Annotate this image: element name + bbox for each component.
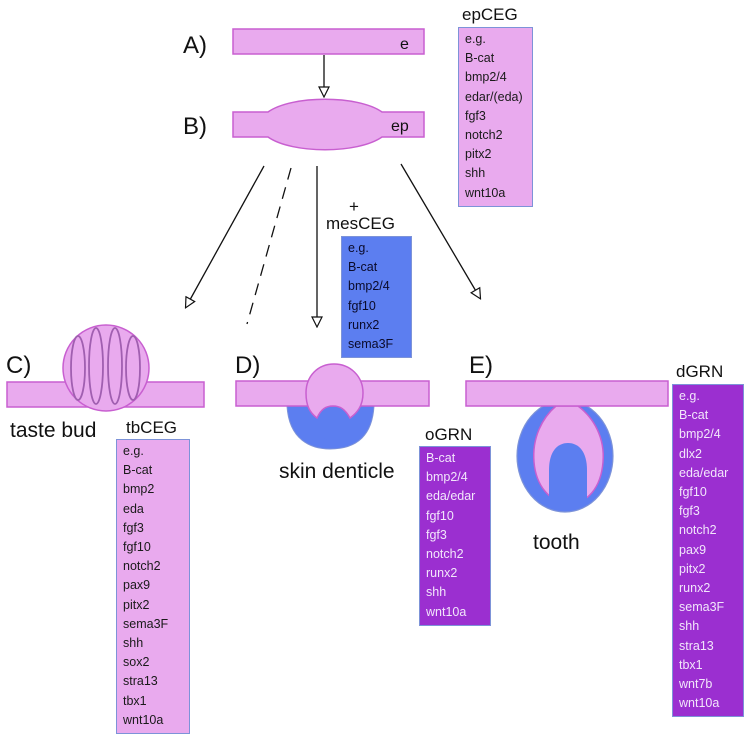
stage-a-epithelium-bar [232, 28, 425, 55]
taste-cell [70, 335, 86, 401]
gene-item: wnt10a [123, 712, 164, 727]
gene-item: pitx2 [465, 147, 492, 162]
mesceg-gene-list: e.g. B-cat bmp2/4 fgf10 runx2 sema3F [341, 236, 412, 359]
tbceg-gene-list: e.g. B-cat bmp2 eda fgf3 fgf10 notch2 pa… [116, 439, 190, 734]
epceg-gene-list: e.g. B-cat bmp2/4 edar/(eda) fgf3 notch2… [458, 27, 533, 207]
gene-item: B-cat [465, 51, 495, 66]
gene-item: stra13 [123, 674, 158, 689]
gene-item: stra13 [679, 638, 714, 653]
gene-item: tbx1 [679, 657, 703, 672]
gene-item: B-cat [348, 260, 378, 275]
gene-item: e.g. [679, 389, 700, 403]
taste-cell [107, 327, 123, 405]
tbceg-title: tbCEG [126, 418, 178, 437]
stage-a-tag: e [400, 36, 409, 53]
gene-item: sema3F [123, 616, 169, 631]
gene-item: tbx1 [123, 693, 147, 708]
gene-item: bmp2 [123, 482, 155, 497]
denticle-papilla [316, 407, 350, 441]
gene-item: runx2 [426, 566, 458, 581]
gene-item: notch2 [679, 523, 717, 538]
gene-item: edar/(eda) [465, 89, 523, 104]
gene-item: e.g. [465, 32, 486, 46]
stage-d-label: D) [235, 352, 260, 379]
stage-e-epithelium-bar [465, 380, 669, 407]
gene-item: bmp2/4 [426, 470, 468, 485]
epceg-title: epCEG [462, 5, 518, 24]
gene-item: sema3F [348, 337, 394, 352]
ogrn-gene-list: B-cat bmp2/4 eda/edar fgf10 fgf3 notch2 … [419, 446, 491, 626]
gene-item: fgf10 [679, 485, 707, 500]
mesceg-plus-sign: + [349, 197, 359, 216]
gene-item: dlx2 [679, 446, 702, 461]
gene-item: notch2 [426, 547, 464, 562]
gene-item: fgf10 [426, 508, 454, 523]
gene-item: sema3F [679, 600, 725, 615]
stage-b-label: B) [183, 113, 207, 140]
arrow-to-taste-bud [186, 165, 265, 307]
gene-item: bmp2/4 [465, 70, 507, 85]
taste-bud-caption: taste bud [10, 419, 96, 442]
gene-item: shh [123, 636, 144, 651]
skin-denticle-caption: skin denticle [279, 460, 395, 483]
tooth-dental-papilla [549, 443, 587, 505]
tooth-caption: tooth [533, 531, 580, 554]
gene-item: notch2 [465, 128, 503, 143]
gene-item: shh [426, 585, 447, 600]
taste-cell [88, 327, 104, 405]
mesceg-title: mesCEG [326, 214, 395, 233]
gene-item: B-cat [123, 463, 153, 478]
dgrn-gene-list: e.g. B-cat bmp2/4 dlx2 eda/edar fgf10 fg… [672, 384, 744, 718]
gene-item: bmp2/4 [679, 427, 721, 442]
gene-item: e.g. [348, 241, 369, 255]
gene-item: shh [465, 166, 486, 181]
gene-item: B-cat [679, 408, 709, 423]
gene-item: fgf10 [348, 298, 376, 313]
gene-item: fgf3 [465, 108, 486, 123]
dashed-arrow-path [246, 167, 292, 325]
dgrn-title: dGRN [676, 362, 724, 381]
gene-item: fgf3 [123, 520, 144, 535]
gene-item: wnt10a [465, 185, 506, 200]
gene-item: sox2 [123, 655, 150, 670]
gene-item: fgf3 [679, 504, 700, 519]
gene-item: pitx2 [123, 597, 150, 612]
gene-item: pitx2 [679, 561, 706, 576]
gene-item: notch2 [123, 559, 161, 574]
denticle-crown [305, 363, 364, 420]
gene-item: wnt10a [679, 696, 720, 711]
gene-item: e.g. [123, 444, 144, 458]
stage-b-tag: ep [391, 118, 409, 135]
arrow-to-tooth [400, 163, 480, 298]
gene-item: eda/edar [426, 489, 476, 504]
gene-item: eda/edar [679, 465, 729, 480]
stage-a-label: A) [183, 32, 207, 59]
gene-item: runx2 [348, 317, 380, 332]
gene-item: wnt10a [426, 604, 467, 619]
taste-cell [125, 335, 141, 401]
stage-e-label: E) [469, 352, 493, 379]
gene-item: bmp2/4 [348, 279, 390, 294]
gene-item: runx2 [679, 581, 711, 596]
stage-c-label: C) [6, 352, 31, 379]
ogrn-title: oGRN [425, 425, 473, 444]
gene-item: fgf3 [426, 527, 447, 542]
gene-item: pax9 [123, 578, 151, 593]
stage-b-placode [232, 98, 425, 151]
gene-item: pax9 [679, 542, 707, 557]
gene-item: B-cat [426, 451, 456, 465]
gene-item: fgf10 [123, 540, 151, 555]
gene-item: wnt7b [679, 677, 713, 692]
gene-item: shh [679, 619, 700, 634]
gene-item: eda [123, 501, 144, 516]
